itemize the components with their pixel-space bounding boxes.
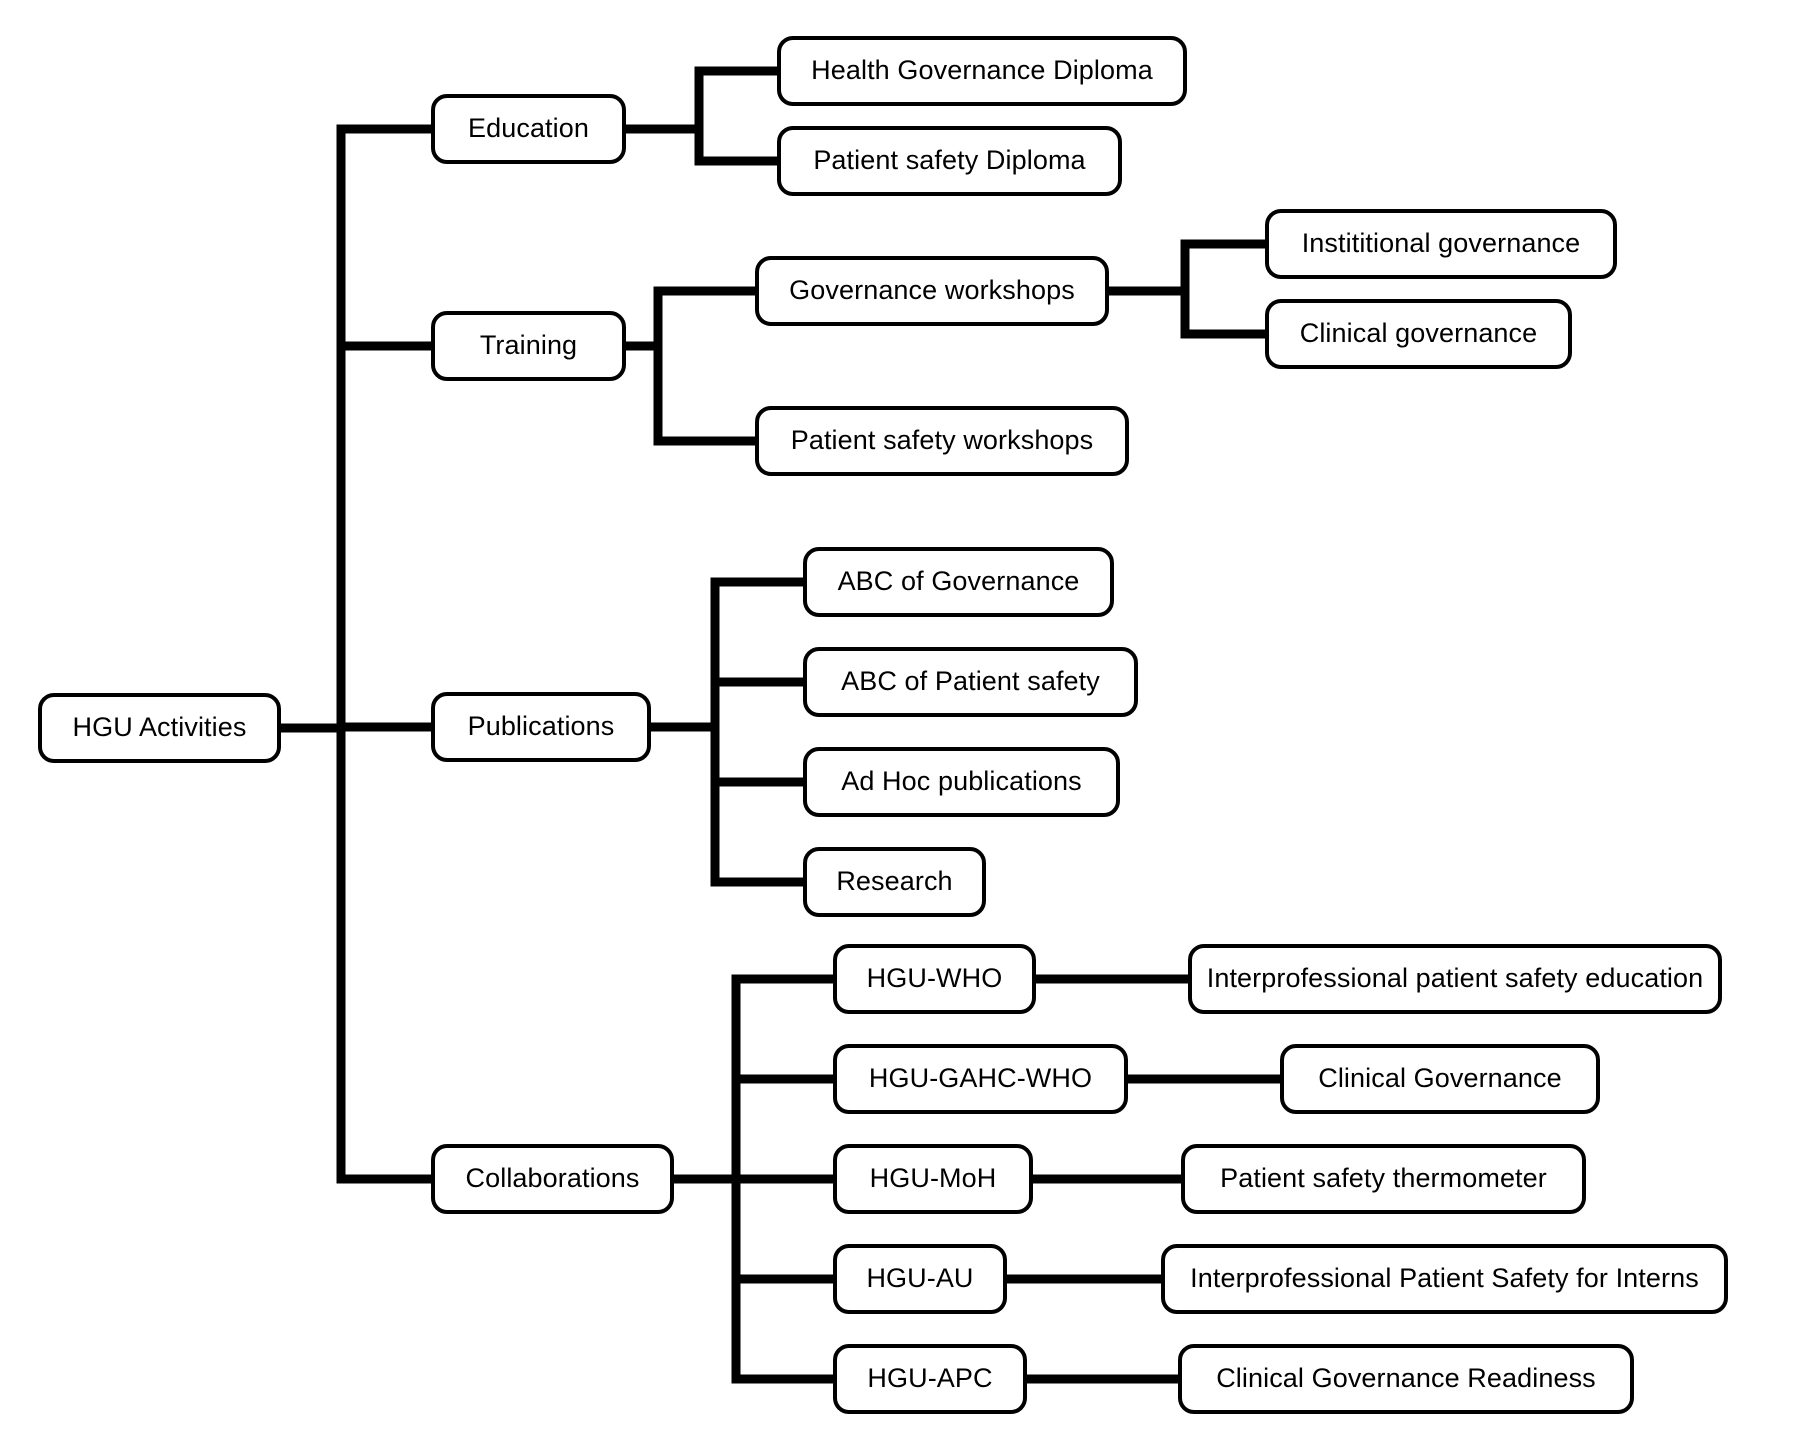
node-psdiploma[interactable]: Patient safety Diploma [777, 126, 1122, 196]
edge-training-to-psworkshops [626, 341, 755, 446]
node-research[interactable]: Research [803, 847, 986, 917]
edge-collaborations-to-hgugahcwho [674, 1074, 833, 1184]
edge-publications-to-abcgov [651, 577, 803, 732]
edge-publications-to-adhoc [651, 722, 803, 787]
node-training[interactable]: Training [431, 311, 626, 381]
edge-training-to-govworkshops [626, 286, 755, 351]
node-ipsinterns[interactable]: Interprofessional Patient Safety for Int… [1161, 1244, 1728, 1314]
edge-collaborations-to-hguapc [674, 1174, 833, 1384]
node-ipsedu[interactable]: Interprofessional patient safety educati… [1188, 944, 1722, 1014]
node-hgumoh[interactable]: HGU-MoH [833, 1144, 1033, 1214]
node-psworkshops[interactable]: Patient safety workshops [755, 406, 1129, 476]
node-govworkshops[interactable]: Governance workshops [755, 256, 1109, 326]
node-psthermo[interactable]: Patient safety thermometer [1181, 1144, 1586, 1214]
edge-collaborations-to-hguwho [674, 974, 833, 1184]
edge-publications-to-abcps [651, 677, 803, 732]
node-cgreadiness[interactable]: Clinical Governance Readiness [1178, 1344, 1634, 1414]
node-hguwho[interactable]: HGU-WHO [833, 944, 1036, 1014]
node-collaborations[interactable]: Collaborations [431, 1144, 674, 1214]
node-abcgov[interactable]: ABC of Governance [803, 547, 1114, 617]
node-education[interactable]: Education [431, 94, 626, 164]
edge-root-to-publications [281, 722, 431, 733]
edge-publications-to-research [651, 722, 803, 887]
node-clingov2[interactable]: Clinical Governance [1280, 1044, 1600, 1114]
edge-root-to-training [281, 341, 431, 733]
node-root[interactable]: HGU Activities [38, 693, 281, 763]
edge-root-to-collaborations [281, 723, 431, 1184]
node-abcps[interactable]: ABC of Patient safety [803, 647, 1138, 717]
edge-govworkshops-to-clingov [1109, 286, 1265, 339]
node-publications[interactable]: Publications [431, 692, 651, 762]
node-hguapc[interactable]: HGU-APC [833, 1344, 1027, 1414]
node-adhoc[interactable]: Ad Hoc publications [803, 747, 1120, 817]
node-instgov[interactable]: Instititional governance [1265, 209, 1617, 279]
edge-collaborations-to-hguau [674, 1174, 833, 1284]
node-hgdiploma[interactable]: Health Governance Diploma [777, 36, 1187, 106]
edge-govworkshops-to-instgov [1109, 239, 1265, 296]
node-clingov[interactable]: Clinical governance [1265, 299, 1572, 369]
edge-education-to-psdiploma [626, 124, 777, 166]
edge-education-to-hgdiploma [626, 66, 777, 134]
edge-root-to-education [281, 124, 431, 733]
node-hguau[interactable]: HGU-AU [833, 1244, 1007, 1314]
node-hgugahcwho[interactable]: HGU-GAHC-WHO [833, 1044, 1128, 1114]
